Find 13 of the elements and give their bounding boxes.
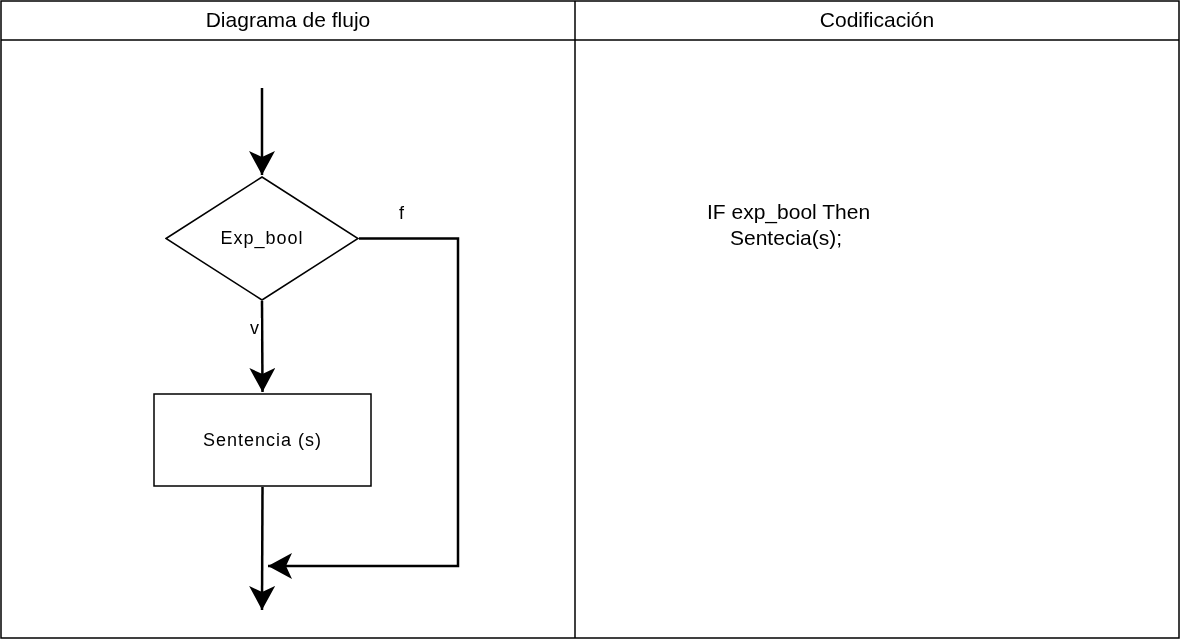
arrow — [249, 487, 276, 610]
arrow — [249, 88, 275, 175]
code-line: Sentecia(s); — [730, 226, 843, 250]
arrow — [249, 301, 276, 392]
node-text: Exp_bool — [220, 228, 304, 249]
column-header: Codificación — [818, 8, 936, 32]
edge-label: v — [248, 318, 261, 339]
decision-diamond — [165, 176, 359, 301]
node-text: Sentencia (s) — [202, 429, 323, 451]
arrow — [268, 237, 460, 579]
process-box — [153, 393, 372, 487]
column-header: Diagrama de flujo — [204, 8, 372, 32]
code-line: IF exp_bool Then — [707, 200, 871, 224]
